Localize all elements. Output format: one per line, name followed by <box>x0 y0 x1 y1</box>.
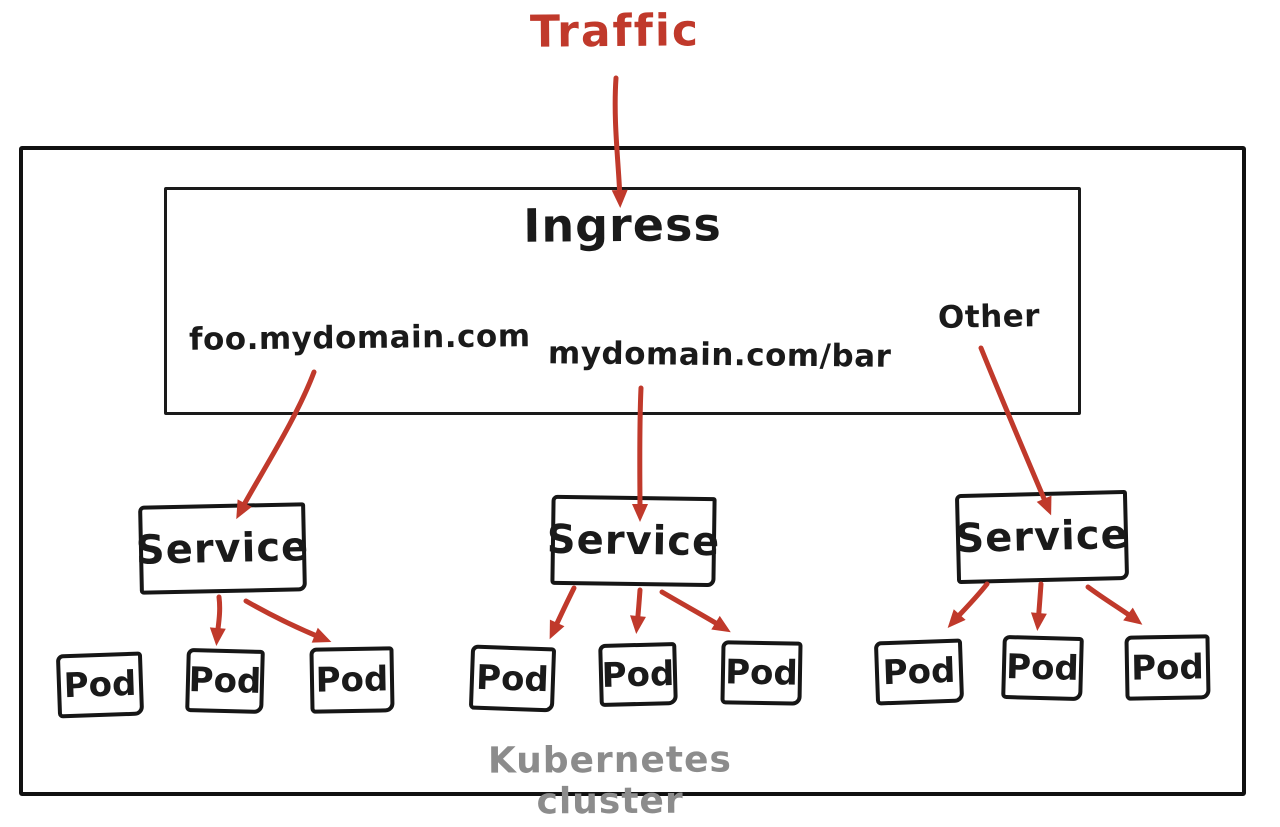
pod-label: Pod <box>1130 646 1205 689</box>
pod-box-1-2: Pod <box>185 647 265 715</box>
pod-box-2-3: Pod <box>720 640 803 706</box>
service-label: Service <box>954 511 1130 563</box>
service-box-1: Service <box>135 502 310 595</box>
pod-box-2-1: Pod <box>468 644 557 713</box>
pod-label: Pod <box>188 660 262 702</box>
service-label: Service <box>546 516 721 566</box>
service-label: Service <box>135 523 310 574</box>
pod-label: Pod <box>1005 647 1080 689</box>
pod-label: Pod <box>601 653 675 696</box>
pod-box-1-1: Pod <box>55 651 145 719</box>
service-box-2: Service <box>547 494 720 588</box>
pod-box-1-3: Pod <box>309 646 395 714</box>
ingress-rule-other: Other <box>937 298 1041 336</box>
pod-box-3-2: Pod <box>1001 634 1084 702</box>
pod-label: Pod <box>475 657 550 700</box>
ingress-box <box>164 187 1081 415</box>
service-box-3: Service <box>954 489 1130 585</box>
pod-box-2-2: Pod <box>598 641 678 708</box>
pod-label: Pod <box>882 650 956 694</box>
pod-box-3-3: Pod <box>1124 634 1211 701</box>
pod-label: Pod <box>63 663 137 707</box>
ingress-rule-mydomain-com-bar: mydomain.com/bar <box>547 335 892 375</box>
pod-box-3-1: Pod <box>873 638 965 706</box>
ingress-rule-foo-mydomain-com: foo.mydomain.com <box>188 318 531 358</box>
traffic-label: Traffic <box>529 5 701 58</box>
kubernetes-cluster-box <box>19 146 1246 796</box>
ingress-title: Ingress <box>523 197 722 253</box>
pod-label: Pod <box>315 659 389 701</box>
pod-label: Pod <box>724 652 799 694</box>
cluster-caption: Kubernetes cluster <box>487 739 732 823</box>
